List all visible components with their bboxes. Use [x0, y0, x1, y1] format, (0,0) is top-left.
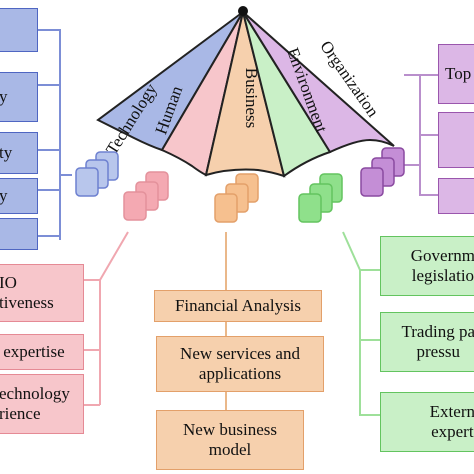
human-box-2-text: expertise	[0, 342, 65, 362]
human-box-3-text: echnology rience	[0, 384, 70, 423]
human-box-1: IO tiveness	[0, 264, 84, 322]
documents-icon-pink	[123, 171, 169, 221]
human-box-3: echnology rience	[0, 374, 84, 434]
environment-box-3: Extern expert	[380, 392, 474, 452]
umbrella-panel-organization	[242, 11, 395, 154]
left-box-3-text: ty	[0, 143, 13, 163]
documents-icon-green	[298, 173, 343, 223]
pink-connectors	[84, 231, 129, 406]
organization-box-2	[438, 112, 474, 168]
documents-icon-purple	[360, 147, 405, 197]
left-box-2: y	[0, 72, 38, 122]
left-box-4: y	[0, 178, 38, 214]
umbrella	[96, 6, 395, 178]
environment-box-3-text: Extern expert	[429, 402, 474, 441]
documents-icon-orange	[214, 173, 259, 223]
left-box-2-text: y	[0, 87, 8, 107]
umbrella-label-business: Business	[242, 68, 261, 128]
documents-icon-blue	[75, 151, 119, 197]
organization-box-3	[438, 178, 474, 214]
business-box-3-text: New business model	[183, 420, 277, 459]
business-box-3: New business model	[156, 410, 304, 470]
business-box-2: New services and applications	[156, 336, 324, 392]
green-connectors	[342, 231, 380, 416]
environment-box-2: Trading pa pressu	[380, 312, 474, 372]
left-box-4-text: y	[0, 186, 8, 206]
left-box-3: ty	[0, 132, 38, 174]
business-box-1-text: Financial Analysis	[174, 296, 302, 316]
business-box-1: Financial Analysis	[154, 290, 322, 322]
blue-connectors	[38, 29, 72, 240]
umbrella-tip	[238, 6, 248, 16]
umbrella-panel-human	[160, 11, 244, 177]
organization-box-1: Top	[438, 44, 474, 104]
human-box-1-text: IO tiveness	[0, 273, 54, 312]
organization-box-1-text: Top	[445, 64, 472, 84]
environment-box-2-text: Trading pa pressu	[401, 322, 474, 361]
environment-box-1: Governm legislatio	[380, 236, 474, 296]
human-box-2: expertise	[0, 334, 84, 370]
business-box-2-text: New services and applications	[180, 344, 300, 383]
purple-connectors	[404, 74, 440, 196]
left-box-5	[0, 218, 38, 250]
umbrella-panel-technology	[96, 11, 244, 152]
environment-box-1-text: Governm legislatio	[410, 246, 474, 285]
umbrella-panel-business	[204, 11, 286, 178]
left-box-1	[0, 8, 38, 52]
